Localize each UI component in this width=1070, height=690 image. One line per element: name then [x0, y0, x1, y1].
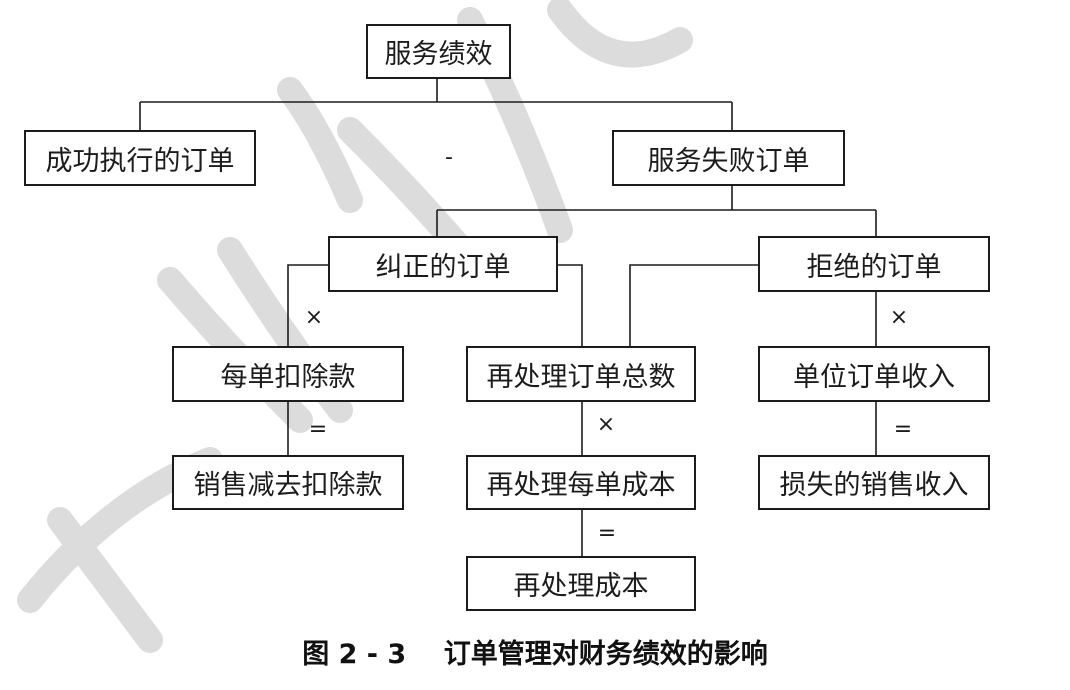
minus-operator: -	[445, 145, 453, 170]
node-sales-minus-deduction: 销售减去扣除款	[172, 455, 404, 510]
figure-caption: 图 2 - 3 订单管理对财务绩效的影响	[302, 639, 768, 670]
node-reprocess-total-orders: 再处理订单总数	[466, 346, 696, 402]
node-unit-order-revenue: 单位订单收入	[758, 346, 990, 402]
node-lost-sales-revenue: 损失的销售收入	[758, 455, 990, 510]
node-failed-orders: 服务失败订单	[612, 130, 845, 186]
node-reprocess-cost-per-order: 再处理每单成本	[466, 455, 696, 510]
equals-operator-corrected: =	[308, 417, 328, 442]
node-corrected-orders: 纠正的订单	[328, 236, 558, 292]
node-successful-orders: 成功执行的订单	[24, 130, 256, 186]
node-service-performance: 服务绩效	[366, 24, 511, 79]
node-deduction-per-order: 每单扣除款	[172, 346, 404, 402]
times-operator-rejected: ×	[889, 305, 909, 330]
times-operator-reprocess: ×	[596, 412, 616, 437]
node-rejected-orders: 拒绝的订单	[758, 236, 990, 292]
equals-operator-reprocess: =	[597, 521, 617, 546]
node-reprocess-cost: 再处理成本	[466, 556, 696, 611]
equals-operator-rejected: =	[893, 417, 913, 442]
times-operator-corrected: ×	[304, 305, 324, 330]
